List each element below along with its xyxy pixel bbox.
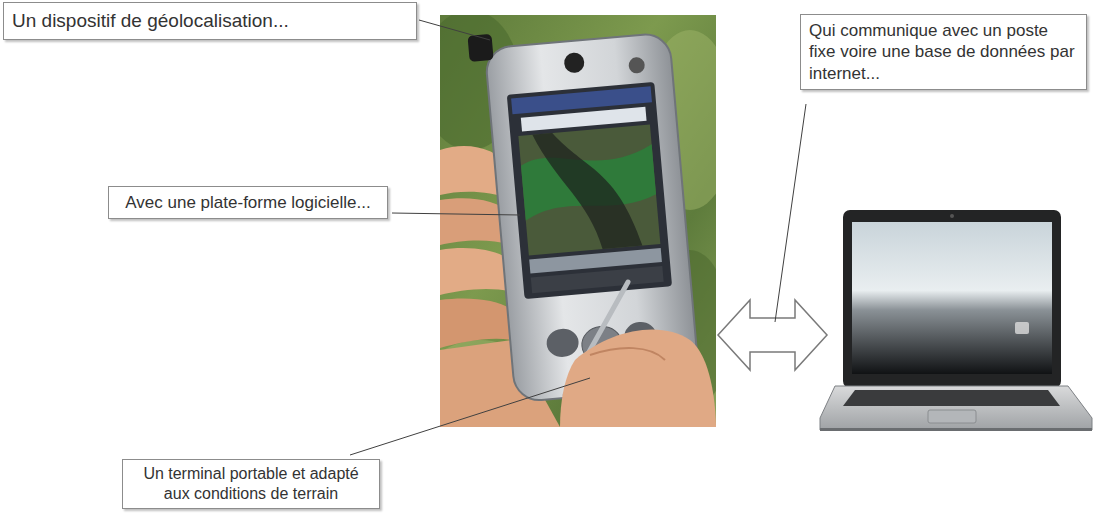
callout-text: Un terminal portable et adapté aux condi… — [129, 464, 373, 504]
callout-box: Un terminal portable et adapté aux condi… — [122, 459, 380, 509]
pda-photo — [440, 15, 716, 427]
gps-antenna — [467, 34, 493, 62]
callout-box: Qui communique avec un poste fixe voire … — [800, 14, 1087, 90]
laptop — [820, 210, 1092, 431]
callout-text: Un dispositif de géolocalisation... — [12, 9, 408, 33]
callout-box: Avec une plate-forme logicielle... — [108, 186, 388, 219]
callout-text: Avec une plate-forme logicielle... — [117, 192, 379, 213]
callout-box: Un dispositif de géolocalisation... — [3, 2, 417, 40]
exchange-arrow — [718, 300, 827, 370]
leader-lines — [350, 20, 806, 455]
callout-text: Qui communique avec un poste fixe voire … — [809, 20, 1078, 84]
